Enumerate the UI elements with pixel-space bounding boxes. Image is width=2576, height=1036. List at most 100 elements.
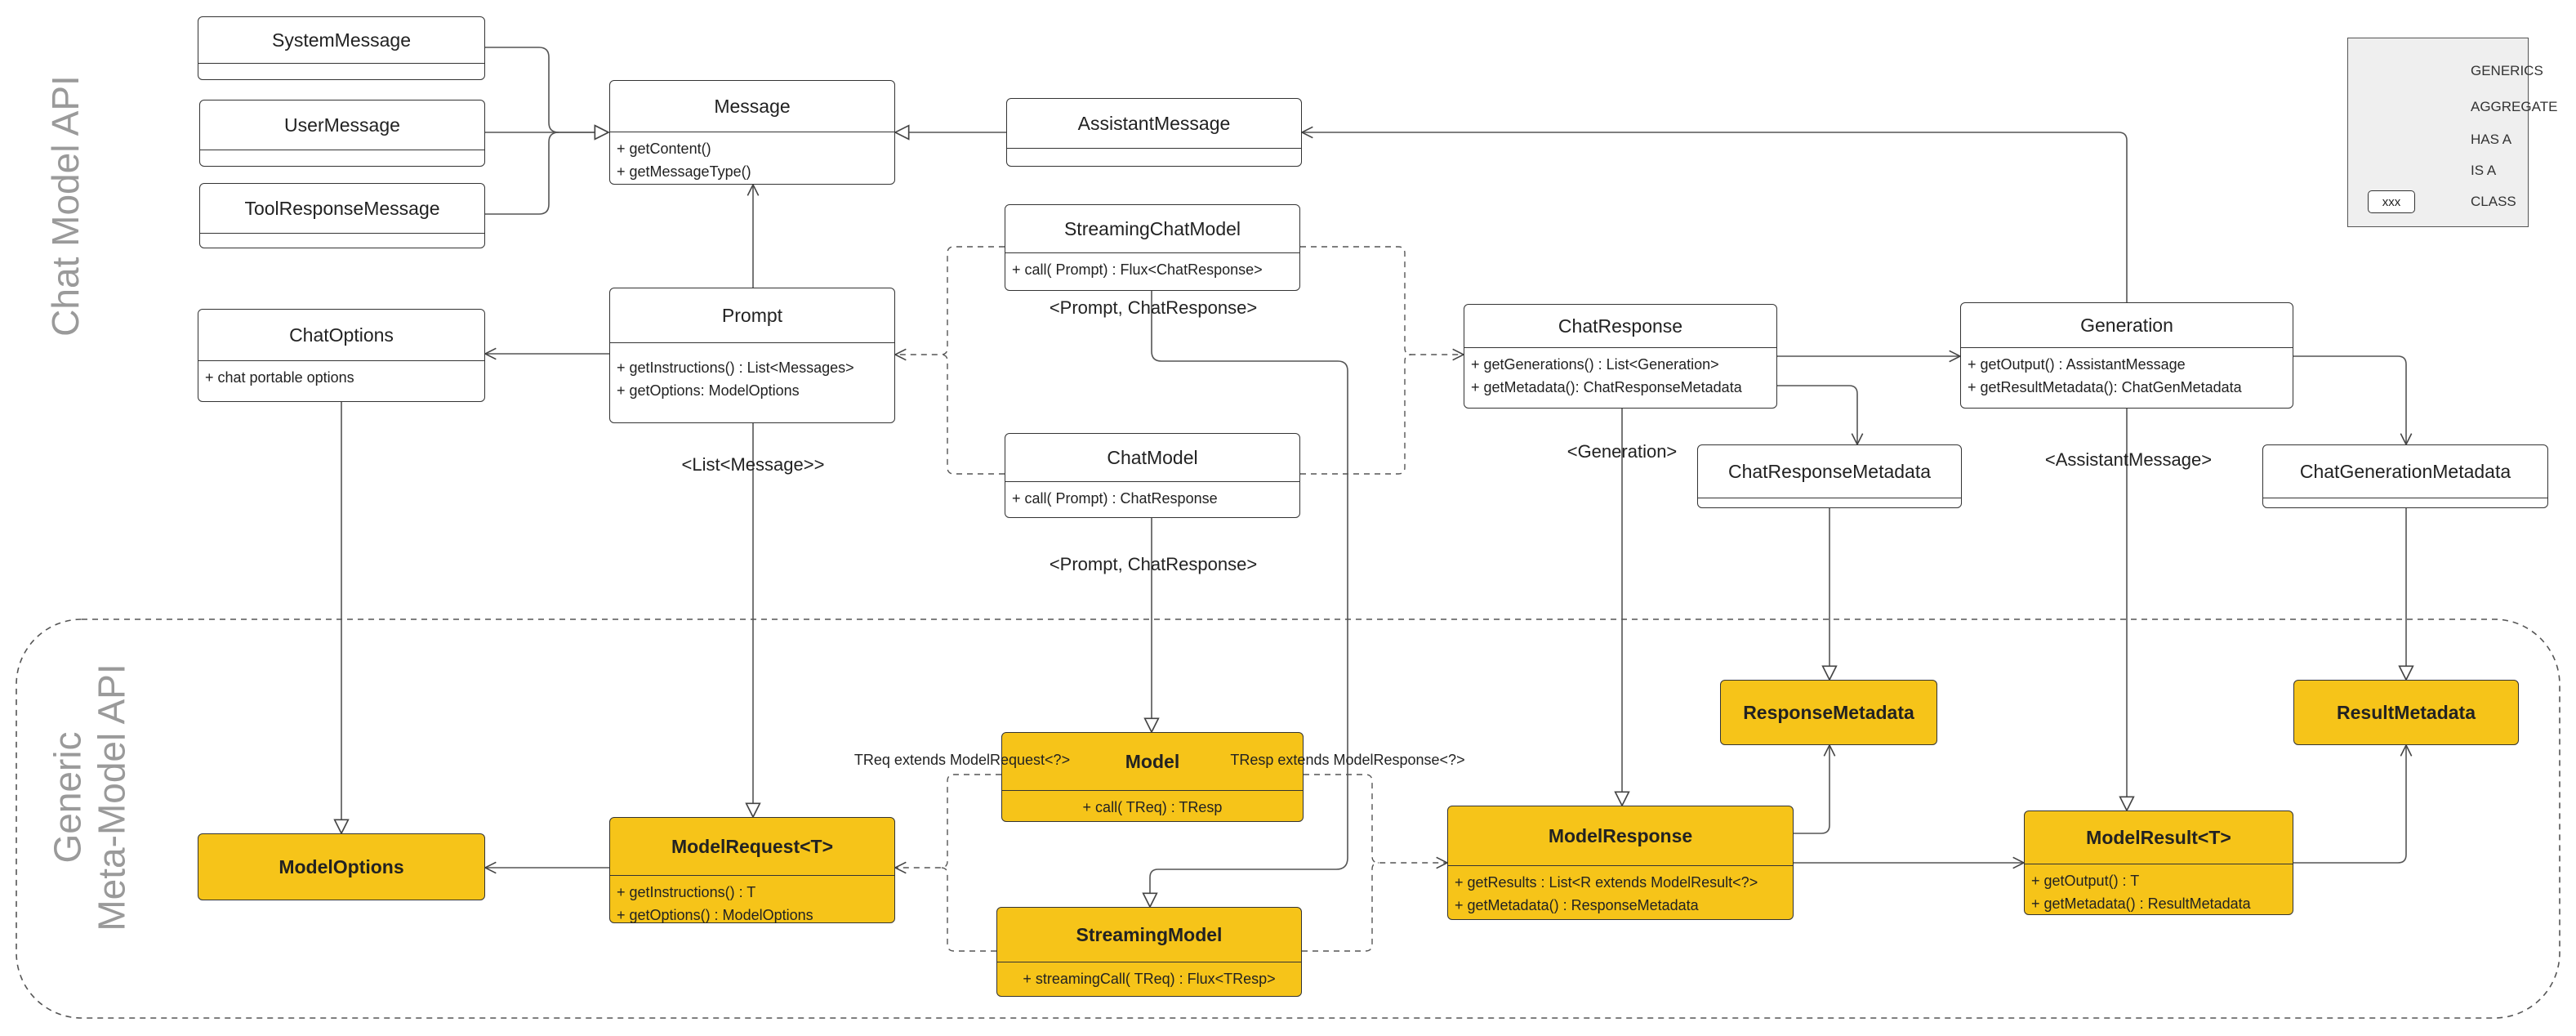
class-name: SystemMessage <box>271 29 411 51</box>
generic-label-tresp: TResp extends ModelResponse<?> <box>1230 752 1465 768</box>
member: + getGenerations() : List<Generation> <box>1471 356 1719 373</box>
class-name: Generation <box>2080 314 2173 336</box>
class-name: ChatGenerationMetadata <box>2299 460 2511 482</box>
class-members: + call( TReq) : TResp <box>1002 790 1303 822</box>
member: + getResults : List<R extends ModelResul… <box>1455 874 1758 891</box>
class-name: StreamingChatModel <box>1063 217 1241 239</box>
class-tool-response-message: ToolResponseMessage <box>199 183 485 248</box>
class-name: StreamingModel <box>1076 923 1223 945</box>
member: + getResultMetadata(): ChatGenMetadata <box>1968 379 2242 395</box>
class-message: Message + getContent() + getMessageType(… <box>609 80 895 185</box>
class-chat-options: ChatOptions + chat portable options <box>198 309 485 402</box>
generic-label-chat-model: <Prompt, ChatResponse> <box>1049 554 1258 574</box>
class-assistant-message: AssistantMessage <box>1006 98 1302 167</box>
class-name: ChatResponse <box>1558 315 1683 337</box>
legend-generics: GENERICS <box>2471 63 2543 78</box>
class-name: UserMessage <box>284 114 400 136</box>
class-streaming-model: StreamingModel + streamingCall( TReq) : … <box>996 907 1302 997</box>
generic-label-streaming-chat-model: <Prompt, ChatResponse> <box>1049 297 1258 318</box>
member: + getOutput() : AssistantMessage <box>1968 356 2186 373</box>
section-title-line-2: Meta-Model API <box>91 663 133 931</box>
class-members: + getOutput() : AssistantMessage + getRe… <box>1961 347 2293 402</box>
member: + getContent() <box>617 141 711 157</box>
class-members: + getContent() + getMessageType() <box>610 132 894 186</box>
section-title-line-1: Generic <box>46 731 89 864</box>
class-streaming-chat-model: StreamingChatModel + call( Prompt) : Flu… <box>1005 204 1300 291</box>
member: + getOptions() : ModelOptions <box>617 907 813 923</box>
member: + getOutput() : T <box>2031 873 2140 889</box>
class-response-metadata: ResponseMetadata <box>1720 680 1937 745</box>
class-model-result: ModelResult<T> + getOutput() : T + getMe… <box>2024 810 2293 915</box>
class-name: ChatModel <box>1107 446 1198 468</box>
class-system-message: SystemMessage <box>198 16 485 80</box>
class-members-empty <box>200 150 484 166</box>
class-members-empty <box>1007 148 1301 166</box>
class-members-empty <box>2263 498 2547 507</box>
class-user-message: UserMessage <box>199 100 485 167</box>
class-model: Model + call( TReq) : TResp <box>1001 732 1304 822</box>
class-members: + getOutput() : T + getMetadata() : Resu… <box>2025 864 2293 918</box>
legend-class-icon: xxx <box>2368 190 2415 213</box>
class-name: ModelOptions <box>279 855 404 877</box>
class-model-response: ModelResponse + getResults : List<R exte… <box>1447 806 1794 920</box>
member: + getInstructions() : T <box>617 884 756 900</box>
class-members: + getResults : List<R extends ModelResul… <box>1448 865 1793 920</box>
legend: GENERICS AGGREGATE HAS A IS A xxx CLASS <box>2347 38 2557 227</box>
class-chat-generation-metadata: ChatGenerationMetadata <box>2262 444 2548 508</box>
class-members: + streamingCall( TReq) : Flux<TResp> <box>997 962 1301 994</box>
class-name: ResponseMetadata <box>1743 701 1914 723</box>
class-members: + call( Prompt) : ChatResponse <box>1005 481 1299 513</box>
member: + getInstructions() : List<Messages> <box>617 359 854 376</box>
class-name: ModelRequest<T> <box>671 835 834 857</box>
class-name: ModelResponse <box>1548 824 1693 846</box>
legend-is-a: IS A <box>2471 163 2497 178</box>
class-prompt: Prompt + getInstructions() : List<Messag… <box>609 288 895 423</box>
member: + call( Prompt) : ChatResponse <box>1012 490 1218 507</box>
member: + streamingCall( TReq) : Flux<TResp> <box>1023 971 1276 987</box>
section-title-generic-meta-model-api: Generic Meta-Model API <box>46 663 135 931</box>
class-model-options: ModelOptions <box>198 833 485 900</box>
generic-label-treq: TReq extends ModelRequest<?> <box>853 752 1071 768</box>
class-chat-response-metadata: ChatResponseMetadata <box>1697 444 1962 508</box>
class-model-request: ModelRequest<T> + getInstructions() : T … <box>609 817 895 923</box>
meta-model-section-boundary <box>16 618 2560 1019</box>
class-members-empty <box>198 63 484 79</box>
member: + chat portable options <box>205 369 354 386</box>
generic-label-assistant-message: <AssistantMessage> <box>2044 449 2213 470</box>
class-chat-response: ChatResponse + getGenerations() : List<G… <box>1464 304 1777 409</box>
generic-label-list-message: <List<Message>> <box>681 454 825 475</box>
section-title-chat-model-api: Chat Model API <box>43 75 87 337</box>
class-members: + call( Prompt) : Flux<ChatResponse> <box>1005 252 1299 284</box>
member: + getMetadata() : ResultMetadata <box>2031 895 2251 912</box>
class-members: + getInstructions() : T + getOptions() :… <box>610 875 894 930</box>
class-name: ModelResult<T> <box>2086 826 2231 848</box>
class-name: ChatOptions <box>289 324 394 346</box>
class-chat-model: ChatModel + call( Prompt) : ChatResponse <box>1005 433 1300 518</box>
legend-class: CLASS <box>2471 194 2516 209</box>
member: + call( TReq) : TResp <box>1082 799 1223 815</box>
class-name: Message <box>714 95 791 117</box>
legend-aggregate: AGGREGATE <box>2471 99 2558 114</box>
class-name: ToolResponseMessage <box>244 197 440 219</box>
generic-label-generation: <Generation> <box>1567 441 1678 462</box>
member: + getMetadata() : ResponseMetadata <box>1455 897 1699 913</box>
class-members: + getInstructions() : List<Messages> + g… <box>610 342 894 405</box>
member: + call( Prompt) : Flux<ChatResponse> <box>1012 261 1263 278</box>
class-generation: Generation + getOutput() : AssistantMess… <box>1960 302 2293 409</box>
class-name: ResultMetadata <box>2337 701 2476 723</box>
class-name: Model <box>1125 750 1180 772</box>
class-members-empty <box>1698 498 1961 507</box>
class-name: Prompt <box>721 304 783 326</box>
class-result-metadata: ResultMetadata <box>2293 680 2519 745</box>
class-members: + chat portable options <box>198 360 484 392</box>
class-name: AssistantMessage <box>1077 112 1231 134</box>
member: + getMetadata(): ChatResponseMetadata <box>1471 379 1742 395</box>
class-members-empty <box>200 233 484 248</box>
member: + getMessageType() <box>617 163 751 180</box>
class-members: + getGenerations() : List<Generation> + … <box>1464 347 1776 402</box>
member: + getOptions: ModelOptions <box>617 382 800 399</box>
legend-has-a: HAS A <box>2471 132 2512 147</box>
class-name: ChatResponseMetadata <box>1727 460 1932 482</box>
